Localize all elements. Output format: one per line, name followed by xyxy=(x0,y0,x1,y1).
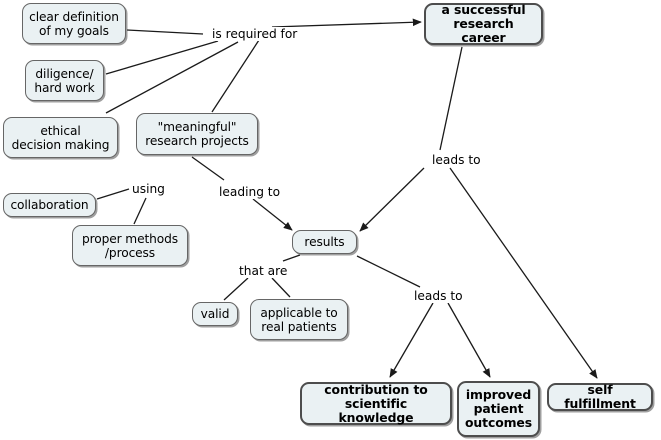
edge-career-leadsto1 xyxy=(439,46,463,151)
edge-lines xyxy=(96,18,598,379)
edge-meaningful-required xyxy=(211,39,260,113)
edge-ethical-required xyxy=(105,41,239,114)
node-applicable[interactable]: applicable to real patients xyxy=(250,299,348,340)
edge-leadsto2-contribution xyxy=(389,302,434,378)
edge-label-required: is required for xyxy=(211,27,299,41)
edge-leadsto1-results xyxy=(359,167,425,232)
node-career[interactable]: a successful research career xyxy=(424,3,543,45)
node-meaningful[interactable]: "meaningful" research projects xyxy=(136,113,258,155)
node-methods[interactable]: proper methods /process xyxy=(72,225,188,266)
edge-thatare-applicable xyxy=(271,277,291,298)
edge-leadsto2-improved xyxy=(447,302,491,378)
node-contribution[interactable]: contribution to scientific knowledge xyxy=(300,382,452,425)
edge-label-using: using xyxy=(131,182,166,196)
node-improved[interactable]: improved patient outcomes xyxy=(457,381,540,437)
edge-label-leadsto1: leads to xyxy=(431,153,482,167)
edge-using-methods xyxy=(133,197,147,225)
node-selffulfil[interactable]: self fulfillment xyxy=(547,383,653,411)
edge-meaningful-leadingto xyxy=(191,156,225,181)
node-results[interactable]: results xyxy=(292,230,357,254)
edge-label-leadsto2: leads to xyxy=(413,289,464,303)
edge-results-leadsto2 xyxy=(356,255,421,288)
node-goals[interactable]: clear definition of my goals xyxy=(22,3,126,44)
edge-thatare-valid xyxy=(223,277,249,301)
edge-collaboration-using xyxy=(96,188,130,200)
node-ethical[interactable]: ethical decision making xyxy=(3,117,118,158)
edge-label-thatare: that are xyxy=(238,264,289,278)
edge-required-career xyxy=(271,18,422,28)
edge-diligence-required xyxy=(105,40,219,75)
node-diligence[interactable]: diligence/ hard work xyxy=(25,60,104,101)
edge-goals-required xyxy=(126,29,204,35)
edge-leadsto1-selffulfil xyxy=(449,167,598,379)
node-valid[interactable]: valid xyxy=(192,302,238,326)
node-collaboration[interactable]: collaboration xyxy=(3,193,96,217)
edge-label-leadingto: leading to xyxy=(218,185,282,199)
edge-results-thatare xyxy=(282,254,301,262)
edge-leadingto-results xyxy=(252,198,293,231)
